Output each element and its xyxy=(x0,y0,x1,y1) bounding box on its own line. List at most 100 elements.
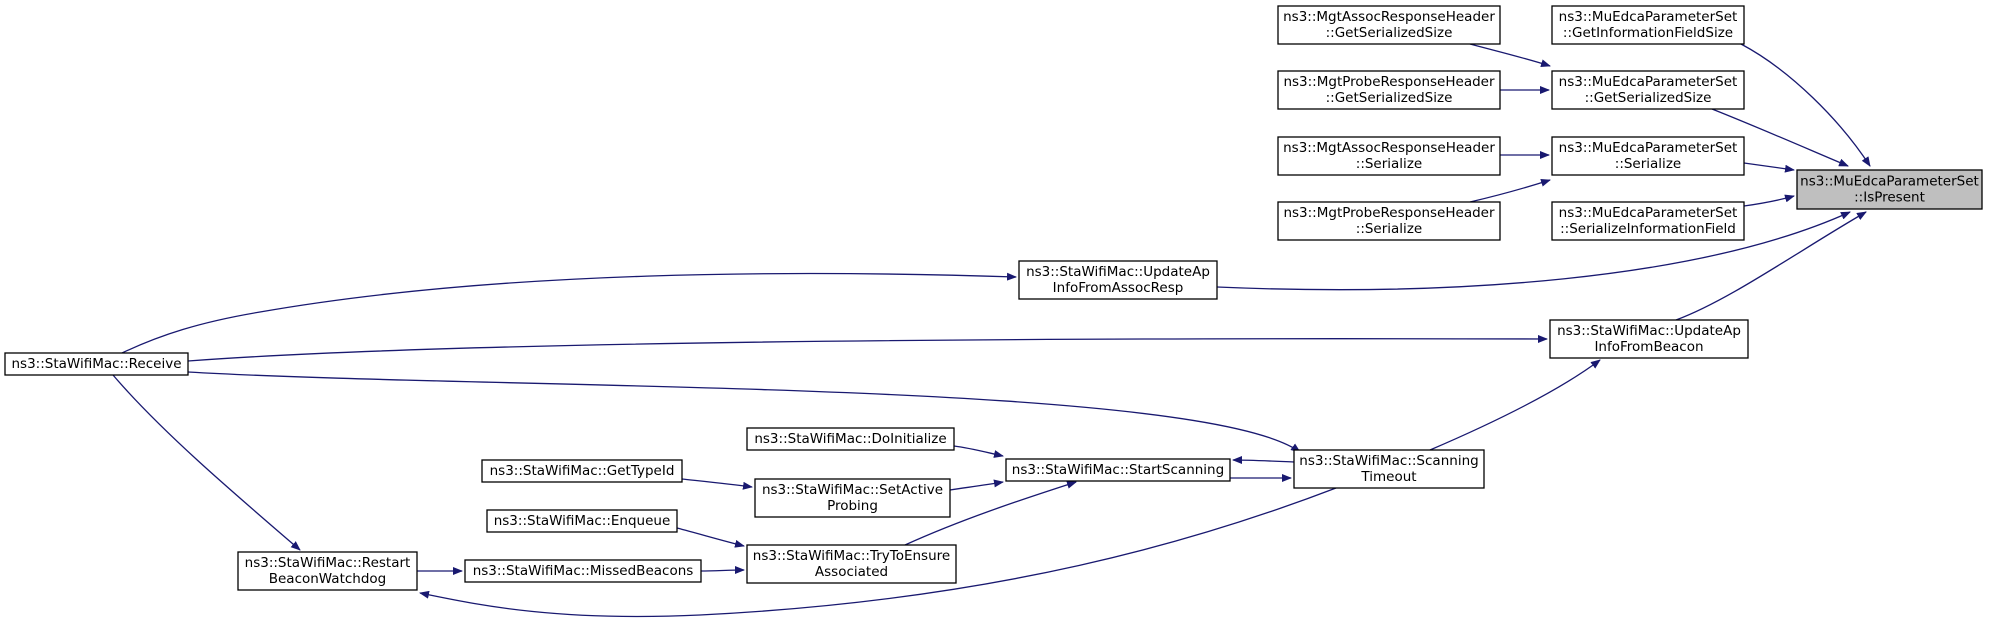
edge-missed_beacons-to-try_to_ensure xyxy=(700,566,745,575)
edge-do_initialize-to-start_scanning xyxy=(953,445,1004,458)
edges-layer xyxy=(112,43,1871,618)
node-label-line: ::IsPresent xyxy=(1854,190,1925,206)
node-mu-get-info-size[interactable]: ns3::MuEdcaParameterSet::GetInformationF… xyxy=(1551,5,1745,45)
node-label-line: ns3::MuEdcaParameterSet xyxy=(1559,74,1738,90)
node-box xyxy=(1277,5,1501,45)
node-label-line: ns3::StaWifiMac::GetTypeId xyxy=(490,463,675,479)
node-assoc-get-ser-size[interactable]: ns3::MgtAssocResponseHeader::GetSerializ… xyxy=(1277,5,1501,45)
node-root[interactable]: ns3::MuEdcaParameterSet::IsPresent xyxy=(1796,169,1983,210)
node-box xyxy=(1551,201,1745,241)
edge-assoc_get_ser_size-to-mu_get_ser_size xyxy=(1469,43,1551,68)
node-label-line: ns3::MgtAssocResponseHeader xyxy=(1283,9,1495,25)
node-box xyxy=(754,478,951,518)
node-box xyxy=(1277,136,1501,176)
edge-update_ap_beacon-to-root xyxy=(1675,211,1867,321)
node-label-line: ns3::StaWifiMac::TryToEnsure xyxy=(753,548,950,564)
node-label-line: ::GetInformationFieldSize xyxy=(1563,25,1733,41)
node-label-line: ns3::StaWifiMac::Restart xyxy=(245,555,411,571)
node-box xyxy=(1018,260,1218,300)
node-mu-get-ser-size[interactable]: ns3::MuEdcaParameterSet::GetSerializedSi… xyxy=(1551,70,1745,110)
node-enqueue[interactable]: ns3::StaWifiMac::Enqueue xyxy=(486,509,678,533)
node-label-line: ns3::StaWifiMac::SetActive xyxy=(762,482,943,498)
node-box xyxy=(1551,136,1745,176)
edge-mu_get_ser_size-to-root xyxy=(1711,108,1849,167)
node-box xyxy=(1277,70,1501,110)
node-box xyxy=(464,559,702,583)
edge-enqueue-to-try_to_ensure xyxy=(676,527,745,548)
node-box xyxy=(1551,70,1745,110)
node-box xyxy=(1796,169,1983,210)
node-label-line: InfoFromAssocResp xyxy=(1053,280,1184,296)
node-do-initialize[interactable]: ns3::StaWifiMac::DoInitialize xyxy=(746,427,955,451)
node-label-line: ns3::StaWifiMac::StartScanning xyxy=(1012,462,1224,478)
node-label-line: ::Serialize xyxy=(1615,156,1681,172)
node-label-line: ns3::StaWifiMac::Scanning xyxy=(1299,453,1478,469)
node-label-line: ::SerializeInformationField xyxy=(1560,221,1736,237)
nodes-layer: ns3::MuEdcaParameterSet::IsPresentns3::M… xyxy=(4,5,1983,591)
edge-mu_serialize-to-root xyxy=(1743,162,1795,173)
node-label-line: Timeout xyxy=(1360,469,1416,485)
node-box xyxy=(746,544,957,584)
node-mu-serialize[interactable]: ns3::MuEdcaParameterSet::Serialize xyxy=(1551,136,1745,176)
node-label-line: ::GetSerializedSize xyxy=(1585,90,1712,106)
edge-scanning_timeout-to-update_ap_beacon xyxy=(1429,359,1601,451)
node-box xyxy=(746,427,955,451)
node-box xyxy=(237,551,418,591)
node-label-line: ns3::MgtAssocResponseHeader xyxy=(1283,140,1495,156)
node-label-line: ns3::MgtProbeResponseHeader xyxy=(1283,74,1495,90)
node-label-line: ::Serialize xyxy=(1356,221,1422,237)
node-label-line: ns3::StaWifiMac::Enqueue xyxy=(494,513,671,529)
edge-get_type_id-to-set_active_probing xyxy=(681,478,753,490)
node-missed-beacons[interactable]: ns3::StaWifiMac::MissedBeacons xyxy=(464,559,702,583)
edge-update_ap_assoc-to-root xyxy=(1216,211,1851,291)
edge-scanning_timeout-to-start_scanning xyxy=(1232,456,1295,465)
node-label-line: Probing xyxy=(827,498,878,514)
node-start-scanning[interactable]: ns3::StaWifiMac::StartScanning xyxy=(1005,458,1231,482)
node-label-line: ns3::MgtProbeResponseHeader xyxy=(1283,205,1495,221)
node-label-line: ::Serialize xyxy=(1356,156,1422,172)
node-label-line: ns3::MuEdcaParameterSet xyxy=(1559,9,1738,25)
node-update-ap-assoc[interactable]: ns3::StaWifiMac::UpdateApInfoFromAssocRe… xyxy=(1018,260,1218,300)
node-label-line: Associated xyxy=(815,564,888,580)
node-probe-get-ser-size[interactable]: ns3::MgtProbeResponseHeader::GetSerializ… xyxy=(1277,70,1501,110)
node-assoc-serialize[interactable]: ns3::MgtAssocResponseHeader::Serialize xyxy=(1277,136,1501,176)
edge-receive-to-update_ap_assoc xyxy=(121,272,1017,354)
node-box xyxy=(1549,319,1749,359)
node-receive[interactable]: ns3::StaWifiMac::Receive xyxy=(4,352,189,376)
edge-receive-to-restart_watchdog xyxy=(112,374,301,551)
edge-receive-to-update_ap_beacon xyxy=(187,334,1548,362)
node-box xyxy=(486,509,678,533)
node-probe-serialize[interactable]: ns3::MgtProbeResponseHeader::Serialize xyxy=(1277,201,1501,241)
node-label-line: ns3::StaWifiMac::UpdateAp xyxy=(1026,264,1210,280)
edge-mu_ser_info_field-to-root xyxy=(1743,194,1795,207)
node-label-line: ns3::StaWifiMac::Receive xyxy=(11,356,181,372)
node-mu-ser-info-field[interactable]: ns3::MuEdcaParameterSet::SerializeInform… xyxy=(1551,201,1745,241)
node-label-line: BeaconWatchdog xyxy=(269,571,387,587)
node-box xyxy=(1293,449,1485,489)
node-label-line: ns3::MuEdcaParameterSet xyxy=(1559,140,1738,156)
edge-scanning_timeout-to-restart_watchdog xyxy=(419,487,1337,618)
node-box xyxy=(481,459,683,483)
edge-try_to_ensure-to-start_scanning xyxy=(904,480,1077,546)
node-box xyxy=(4,352,189,376)
edge-probe_serialize-to-mu_serialize xyxy=(1469,178,1551,203)
node-label-line: InfoFromBeacon xyxy=(1594,339,1703,355)
node-label-line: ns3::MuEdcaParameterSet xyxy=(1800,174,1979,190)
node-box xyxy=(1005,458,1231,482)
node-box xyxy=(1277,201,1501,241)
node-label-line: ns3::StaWifiMac::UpdateAp xyxy=(1557,323,1741,339)
node-label-line: ns3::MuEdcaParameterSet xyxy=(1559,205,1738,221)
node-box xyxy=(1551,5,1745,45)
node-label-line: ns3::StaWifiMac::DoInitialize xyxy=(754,431,946,447)
node-get-type-id[interactable]: ns3::StaWifiMac::GetTypeId xyxy=(481,459,683,483)
node-label-line: ::GetSerializedSize xyxy=(1326,25,1453,41)
edge-mu_get_info_size-to-root xyxy=(1740,43,1871,167)
edge-set_active_probing-to-start_scanning xyxy=(949,479,1004,491)
edge-receive-to-scanning_timeout xyxy=(187,371,1301,453)
